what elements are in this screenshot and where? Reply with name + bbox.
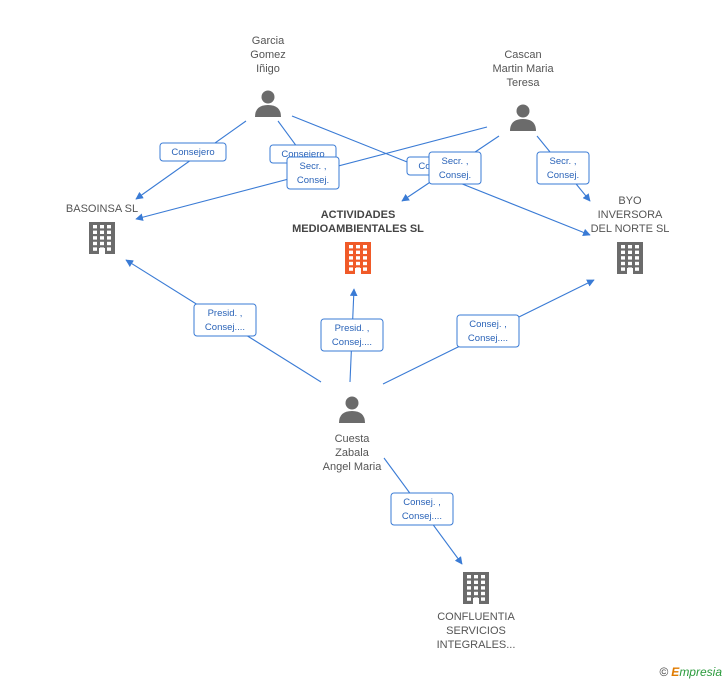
relation-text: Consej. — [297, 175, 329, 186]
relation-text: Consej.... — [205, 322, 245, 333]
node-label: Iñigo — [256, 63, 280, 75]
relation-text: Consejero — [281, 149, 324, 160]
node-label: Zabala — [335, 447, 370, 459]
node-confluentia[interactable]: CONFLUENTIA SERVICIOS INTEGRALES... — [437, 572, 516, 651]
relation-text: Secr. , — [550, 156, 577, 167]
node-label: CONFLUENTIA — [437, 611, 515, 623]
node-label: Gomez — [250, 49, 285, 61]
node-label: INVERSORA — [598, 209, 663, 221]
relation-text: Presid. , — [208, 308, 243, 319]
node-label: INTEGRALES... — [437, 639, 516, 651]
relation-label-cuesta-byo[interactable]: Consej. , Consej.... — [456, 314, 520, 348]
person-icon — [510, 104, 536, 131]
node-actividades[interactable]: ACTIVIDADES MEDIOAMBIENTALES SL — [292, 209, 424, 274]
relation-text: Consej. — [439, 170, 471, 181]
relation-text: Consej.... — [402, 511, 442, 522]
relation-text: Presid. , — [335, 323, 370, 334]
node-label: MEDIOAMBIENTALES SL — [292, 223, 424, 235]
relation-label-cuesta-confluentia[interactable]: Consej. , Consej.... — [390, 492, 454, 526]
relation-text: Consej. — [547, 170, 579, 181]
relation-text: Consejero — [171, 147, 214, 158]
building-icon — [617, 242, 643, 274]
person-icon — [339, 396, 365, 423]
copyright-symbol: © — [659, 665, 669, 679]
node-basoinsa[interactable]: BASOINSA SL — [66, 203, 138, 254]
building-icon — [89, 222, 115, 254]
node-label: Teresa — [506, 77, 540, 89]
node-byo[interactable]: BYO INVERSORA DEL NORTE SL — [591, 195, 670, 274]
node-label: BASOINSA SL — [66, 203, 138, 215]
node-label: Garcia — [252, 35, 285, 47]
relation-label-cascan-byo[interactable]: Secr. , Consej. — [536, 151, 590, 185]
node-label: Martin Maria — [492, 63, 554, 75]
building-icon — [463, 572, 489, 604]
empresia-watermark: ©Empresia — [659, 665, 722, 679]
relation-text: Secr. , — [300, 161, 327, 172]
node-label: DEL NORTE SL — [591, 223, 670, 235]
relation-text: Consej.... — [468, 333, 508, 344]
brand-name: mpresia — [679, 665, 722, 679]
relation-text: Consej. , — [469, 319, 507, 330]
relation-text: Secr. , — [442, 156, 469, 167]
relation-label-cascan-actividades[interactable]: Secr. , Consej. — [428, 151, 482, 185]
relation-label-cuesta-actividades[interactable]: Presid. , Consej.... — [320, 318, 384, 352]
node-label: ACTIVIDADES — [321, 209, 396, 221]
relation-label-garcia-basoinsa[interactable]: Consejero — [159, 142, 227, 162]
person-icon — [255, 90, 281, 117]
relation-text: Consej.... — [332, 337, 372, 348]
relation-label-cascan-basoinsa[interactable]: Secr. , Consej. — [286, 156, 340, 190]
node-label: Cascan — [504, 49, 541, 61]
brand-initial: E — [671, 665, 680, 679]
node-label: BYO — [618, 195, 642, 207]
relation-label-cuesta-basoinsa[interactable]: Presid. , Consej.... — [193, 303, 257, 337]
building-icon — [345, 242, 371, 274]
relation-text: Consej. , — [403, 497, 441, 508]
node-label: Cuesta — [335, 433, 371, 445]
node-label: Angel Maria — [323, 461, 383, 473]
node-label: SERVICIOS — [446, 625, 506, 637]
